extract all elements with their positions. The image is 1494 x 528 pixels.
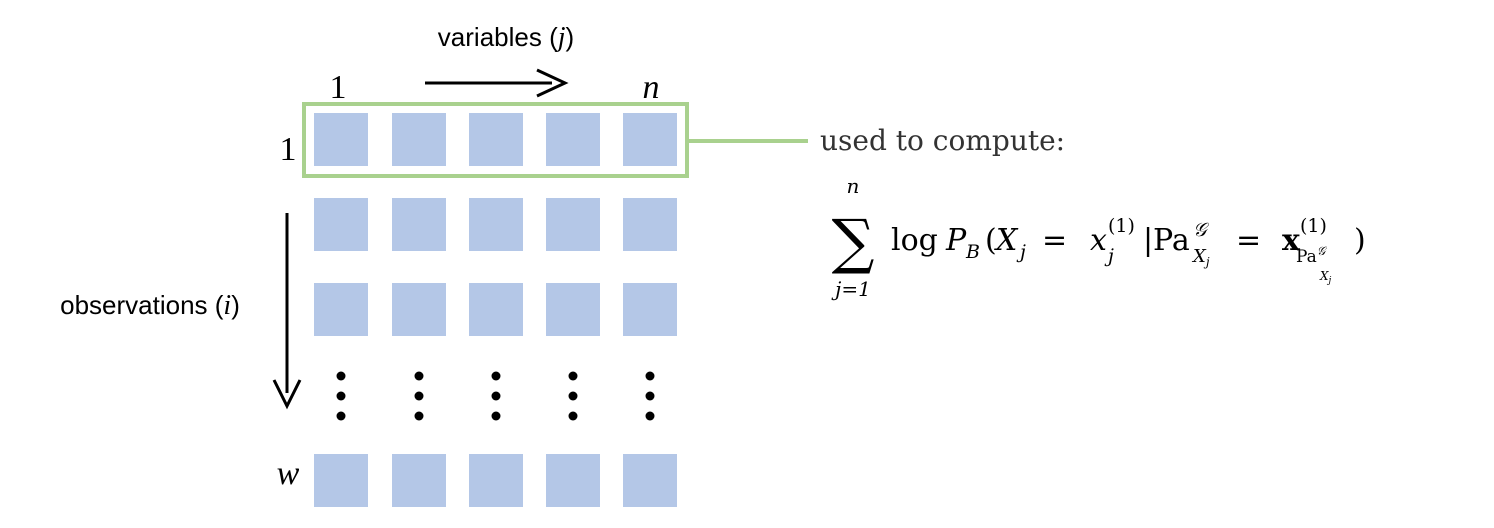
vertical-ellipsis-icon (491, 371, 501, 421)
bold-value-x: x (1282, 223, 1301, 258)
row-label-first: 1 (280, 131, 297, 168)
vertical-ellipsis-icon (568, 371, 578, 421)
observations-arrow (272, 213, 302, 410)
conditional-bar: | (1143, 223, 1153, 258)
cell (546, 113, 600, 166)
cell (546, 198, 600, 251)
cell (546, 283, 600, 336)
cell (392, 113, 446, 166)
cell-row-2 (314, 198, 677, 251)
callout-text: used to compute: (820, 124, 1065, 157)
vertical-ellipsis-icon (414, 371, 424, 421)
cell (469, 454, 523, 507)
summation-icon: ∑ (832, 207, 875, 277)
first-row-highlight (302, 102, 689, 178)
vertical-ellipsis-icon (336, 371, 346, 421)
cell (392, 454, 446, 507)
row-label-last: w (277, 455, 300, 492)
column-label-last: n (643, 69, 660, 106)
prob-subscript: B (965, 241, 980, 263)
cell-row-1 (314, 113, 677, 166)
cell (469, 283, 523, 336)
bold-value-x-superscript: (1) (1300, 215, 1327, 237)
variable-X: X (994, 223, 1019, 258)
equals-sign-2: = (1236, 223, 1261, 258)
log-operator: log (891, 223, 938, 258)
bold-value-x-sub-subscript: Xj (1319, 269, 1332, 286)
vertical-ellipsis-icon (645, 371, 655, 421)
cell (546, 454, 600, 507)
cell (392, 198, 446, 251)
close-paren: ) (1354, 223, 1366, 258)
prob-symbol: P (945, 223, 967, 258)
open-paren: ( (985, 223, 997, 258)
cell (314, 113, 368, 166)
equals-sign: = (1042, 223, 1067, 258)
cell (314, 198, 368, 251)
value-x-superscript: (1) (1108, 215, 1135, 237)
cell (314, 454, 368, 507)
cell (623, 454, 677, 507)
observations-label: observations (i) (60, 290, 240, 321)
value-x-subscript: j (1104, 245, 1114, 267)
cell (623, 283, 677, 336)
parents-superscript: 𝒢 (1193, 219, 1210, 241)
variables-label: variables (j) (438, 22, 574, 53)
parents-symbol: Pa (1153, 223, 1190, 258)
cell (392, 283, 446, 336)
cell (623, 198, 677, 251)
cell (469, 198, 523, 251)
likelihood-formula: n ∑ j=1 log P B ( X j = x (1) j | Pa 𝒢 X… (831, 174, 1366, 301)
cell (623, 113, 677, 166)
cell-row-3 (314, 283, 677, 336)
value-x: x (1090, 223, 1107, 258)
bold-value-x-subscript: Pa𝒢 (1296, 244, 1328, 267)
variable-X-subscript: j (1016, 241, 1026, 263)
cell (314, 283, 368, 336)
variables-arrow (425, 68, 569, 98)
cell (469, 113, 523, 166)
parents-subscript: Xj (1191, 246, 1210, 269)
ellipsis-row (336, 371, 655, 421)
cell-row-last (314, 454, 677, 507)
sum-lower-limit: j=1 (831, 277, 871, 301)
sum-upper-limit: n (847, 174, 860, 198)
column-label-first: 1 (330, 69, 347, 106)
